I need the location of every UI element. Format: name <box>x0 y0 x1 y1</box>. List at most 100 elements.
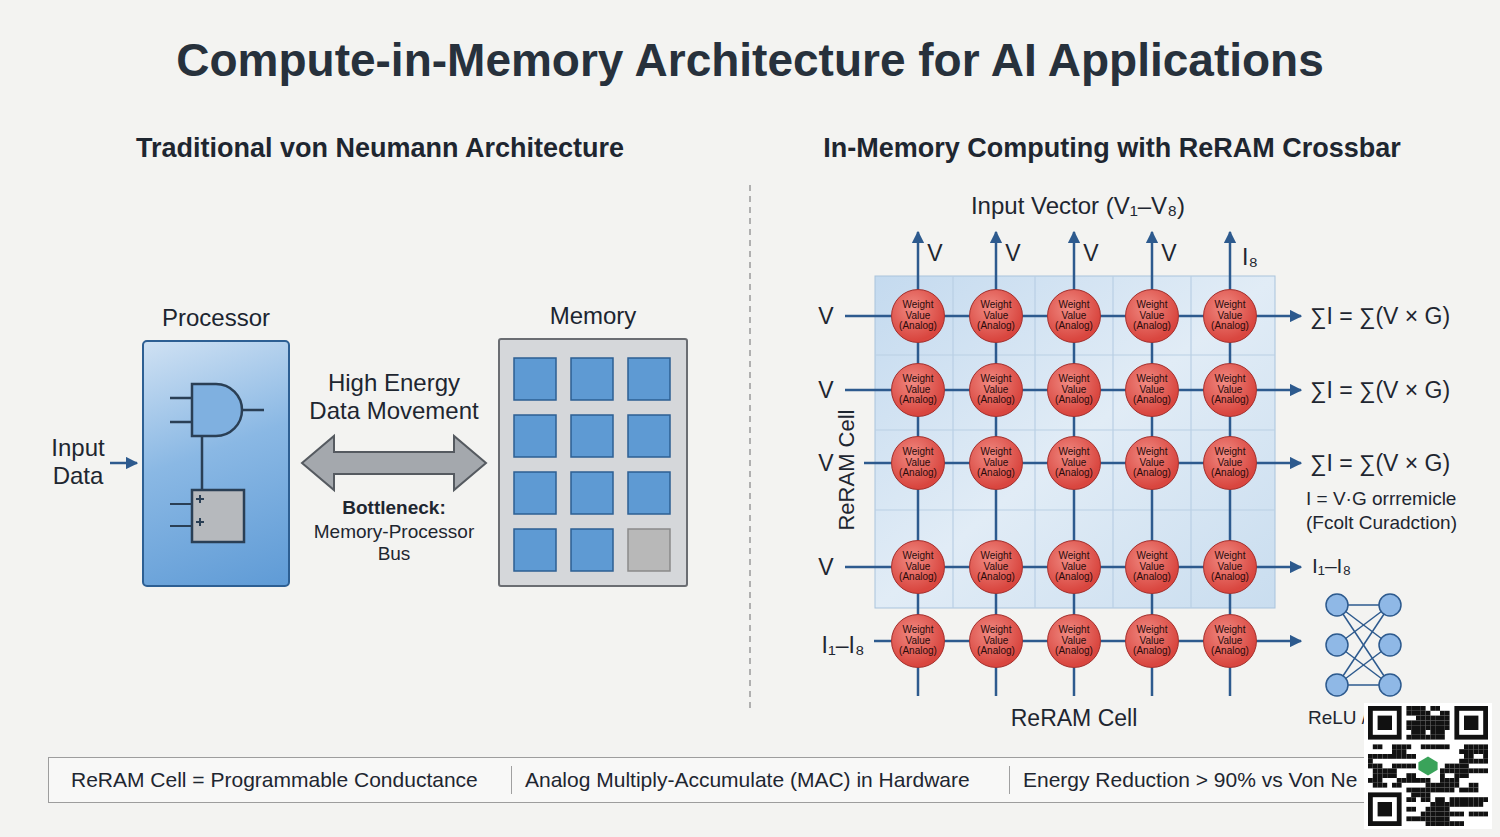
qr-module <box>1416 730 1421 735</box>
qr-module <box>1450 812 1455 817</box>
qr-module <box>1445 768 1450 773</box>
node-text: Weight Value (Analog) <box>1051 551 1097 583</box>
memory-cell <box>628 415 670 457</box>
qr-module <box>1392 773 1397 778</box>
crossbar-wire <box>1179 462 1203 465</box>
qr-module <box>1440 797 1445 802</box>
qr-module <box>1416 735 1421 740</box>
label: Input Data <box>45 434 111 490</box>
memory-cell <box>514 472 556 514</box>
qr-module <box>1469 754 1474 759</box>
crossbar-wire <box>945 315 969 318</box>
node-text: Weight Value (Analog) <box>973 447 1019 479</box>
qr-module <box>1421 744 1426 749</box>
qr-module <box>1426 711 1431 716</box>
qr-module <box>1430 735 1435 740</box>
qr-module <box>1450 788 1455 793</box>
qr-module <box>1459 768 1464 773</box>
qr-module <box>1392 744 1397 749</box>
qr-module <box>1402 744 1407 749</box>
node-text: Weight Value (Analog) <box>973 374 1019 406</box>
qr-module <box>1459 764 1464 769</box>
reram-cell: Weight Value (Analog) <box>1125 614 1179 668</box>
qr-module <box>1406 725 1411 730</box>
qr-module <box>1402 764 1407 769</box>
node-text: Memory <box>550 302 637 330</box>
qr-module <box>1450 821 1455 826</box>
qr-module <box>1373 754 1378 759</box>
crossbar-wire <box>1179 389 1203 392</box>
qr-module <box>1387 768 1392 773</box>
qr-module <box>1440 716 1445 721</box>
memory-cell <box>571 529 613 571</box>
qr-module <box>1483 759 1488 764</box>
node-text: Weight Value (Analog) <box>1129 625 1175 657</box>
label: ∑I = ∑(V × G) <box>1310 377 1450 404</box>
qr-module <box>1478 759 1483 764</box>
crossbar-wire <box>1023 462 1047 465</box>
qr-module <box>1445 778 1450 783</box>
node-text: Weight Value (Analog) <box>973 300 1019 332</box>
qr-module <box>1416 816 1421 821</box>
qr-module <box>1421 797 1426 802</box>
qr-module <box>1421 778 1426 783</box>
reram-cell: Weight Value (Analog) <box>1047 289 1101 343</box>
qr-module <box>1474 783 1479 788</box>
label: V <box>818 303 833 330</box>
qr-module <box>1426 788 1431 793</box>
qr-module <box>1397 764 1402 769</box>
qr-logo <box>1416 754 1440 778</box>
reram-cell: Weight Value (Analog) <box>1203 436 1257 490</box>
label: ∑I = ∑(V × G) <box>1310 303 1450 330</box>
qr-module <box>1435 807 1440 812</box>
qr-module <box>1426 783 1431 788</box>
node-text: Weight Value (Analog) <box>1207 300 1253 332</box>
crossbar-wire <box>1101 315 1125 318</box>
qr-module <box>1459 749 1464 754</box>
label: V <box>818 450 833 477</box>
qr-module <box>1483 812 1488 817</box>
qr-module <box>1474 788 1479 793</box>
qr-module <box>1469 783 1474 788</box>
crossbar-wire <box>1101 462 1125 465</box>
node-text: Analog Multiply-Accumulate (MAC) in Hard… <box>525 768 970 792</box>
qr-module <box>1483 768 1488 773</box>
qr-module <box>1406 807 1411 812</box>
qr-module <box>1421 711 1426 716</box>
qr-module <box>1430 716 1435 721</box>
crossbar-wire <box>945 389 969 392</box>
data-movement-arrow <box>302 436 486 490</box>
qr-module <box>1435 735 1440 740</box>
label: I = V·G orrremicle <box>1306 488 1456 510</box>
qr-module <box>1435 730 1440 735</box>
qr-module <box>1421 812 1426 817</box>
qr-module <box>1416 720 1421 725</box>
qr-module <box>1435 812 1440 817</box>
node-text: Weight Value (Analog) <box>1129 551 1175 583</box>
label: I₈ <box>1242 244 1258 271</box>
crossbar-wire <box>945 462 969 465</box>
qr-module <box>1421 730 1426 735</box>
qr-module <box>1469 802 1474 807</box>
qr-module <box>1450 783 1455 788</box>
qr-module <box>1474 768 1479 773</box>
neural-net-icon <box>1326 594 1401 696</box>
memory-cell <box>571 415 613 457</box>
qr-module <box>1426 720 1431 725</box>
qr-module <box>1464 788 1469 793</box>
node-text: Weight Value (Analog) <box>1207 625 1253 657</box>
qr-module <box>1397 778 1402 783</box>
qr-module <box>1430 821 1435 826</box>
qr-module <box>1426 725 1431 730</box>
input-arrow <box>110 462 137 465</box>
memory-cell <box>628 358 670 400</box>
qr-module <box>1406 797 1411 802</box>
qr-module <box>1440 778 1445 783</box>
crossbar-wire <box>995 343 998 363</box>
qr-module <box>1378 744 1383 749</box>
crossbar-wire <box>1151 594 1154 614</box>
grid-lines <box>875 276 1275 608</box>
qr-module <box>1430 783 1435 788</box>
label: V <box>818 554 833 581</box>
qr-module <box>1454 783 1459 788</box>
